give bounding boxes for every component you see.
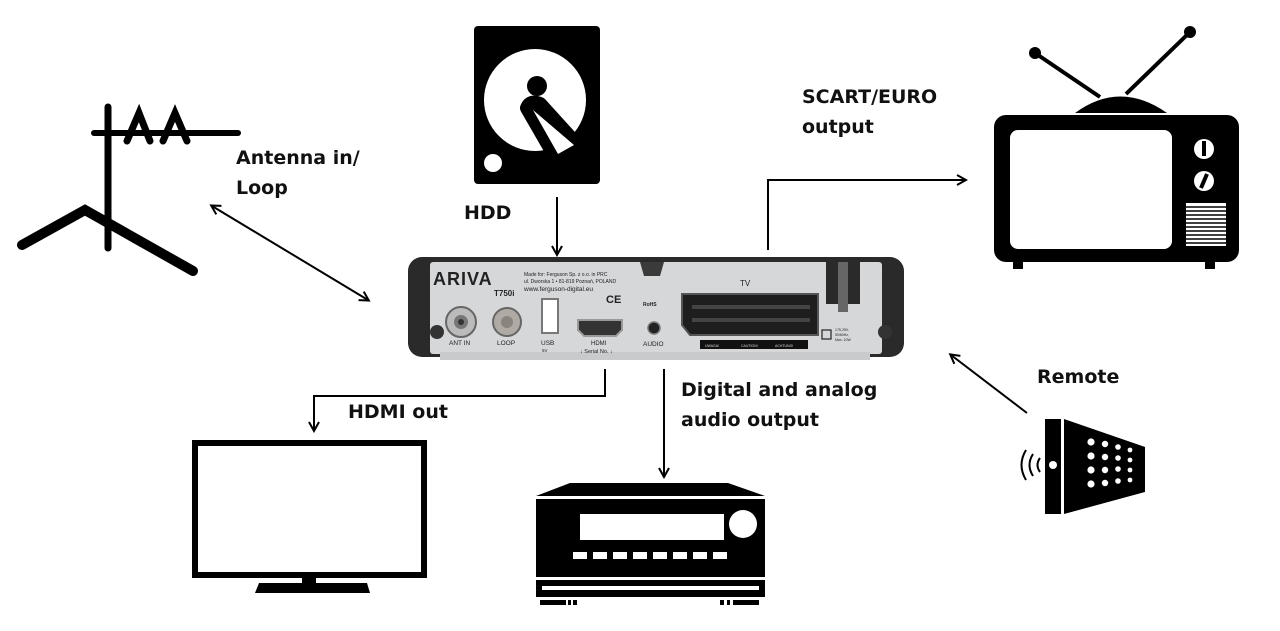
scart-port	[681, 293, 819, 336]
hdmi-out-label: HDMI out	[348, 401, 448, 423]
av-receiver-icon	[536, 483, 765, 605]
usb-port	[541, 298, 559, 334]
serial-label: ↓ Serial No. ↓	[580, 349, 613, 355]
antenna-label: Antenna in/ Loop	[236, 143, 360, 203]
warning-label: ACHTUNG!	[775, 344, 793, 348]
remote-buttons	[1087, 438, 1133, 488]
antenna-arrow	[212, 206, 368, 300]
power-spec: Max. 10W	[835, 338, 851, 342]
screw	[878, 325, 892, 339]
antenna-icon	[17, 103, 241, 276]
screw	[430, 325, 444, 339]
power-spec: 50/60Hz,	[835, 333, 849, 337]
audio-label: AUDIO	[643, 341, 664, 348]
device-brand: ARIVA	[433, 269, 493, 289]
antenna-label-line1: Antenna in/	[236, 147, 360, 169]
device-maker-line1: Made for: Ferguson Sp. z o.o. in PRC	[524, 272, 608, 278]
set-top-box: ARIVA T750i Made for: Ferguson Sp. z o.o…	[408, 257, 904, 360]
loop-port	[492, 307, 522, 337]
usb-label: USB	[541, 340, 554, 347]
retro-tv-icon	[994, 26, 1239, 269]
device-website: www.ferguson-digital.eu	[523, 286, 593, 293]
power-spec: 175-25V,	[835, 328, 849, 332]
scart-arrow	[767, 180, 965, 250]
audio-label-line2: audio output	[681, 409, 820, 431]
ant-in-port	[445, 306, 477, 338]
scart-label-line2: output	[802, 116, 874, 138]
scart-label: SCART/EURO output	[802, 82, 937, 142]
ce-mark: CE	[606, 294, 621, 306]
hdmi-label: HDMI	[591, 341, 607, 347]
audio-label-line1: Digital and analog	[681, 379, 878, 401]
audio-output-label: Digital and analog audio output	[681, 375, 877, 435]
rohs-mark: RoHS	[643, 302, 657, 308]
device-maker-line2: ul. Dworska 1 • 81-819 Poznań, POLAND	[524, 279, 616, 285]
signal-waves-icon	[1020, 449, 1041, 481]
warning-label: UWAGA!	[705, 344, 719, 348]
scart-tv-label: TV	[740, 279, 751, 288]
flat-tv-icon	[192, 440, 427, 593]
remote-arrow	[951, 355, 1028, 414]
remote-label: Remote	[1037, 366, 1120, 388]
hdmi-arrow	[314, 369, 606, 430]
device-model: T750i	[494, 289, 514, 298]
audio-port	[647, 321, 661, 335]
hdd-icon	[474, 26, 600, 184]
warning-label: CAUTION!	[741, 344, 758, 348]
antenna-label-line2: Loop	[236, 177, 288, 199]
remote-icon	[1020, 419, 1145, 514]
hdmi-port	[577, 319, 623, 337]
ant-in-label: ANT IN	[449, 340, 470, 347]
hdd-label: HDD	[464, 202, 512, 224]
usb-spec: 5V	[542, 348, 548, 353]
scart-label-line1: SCART/EURO	[802, 86, 938, 108]
loop-label: LOOP	[497, 340, 515, 347]
